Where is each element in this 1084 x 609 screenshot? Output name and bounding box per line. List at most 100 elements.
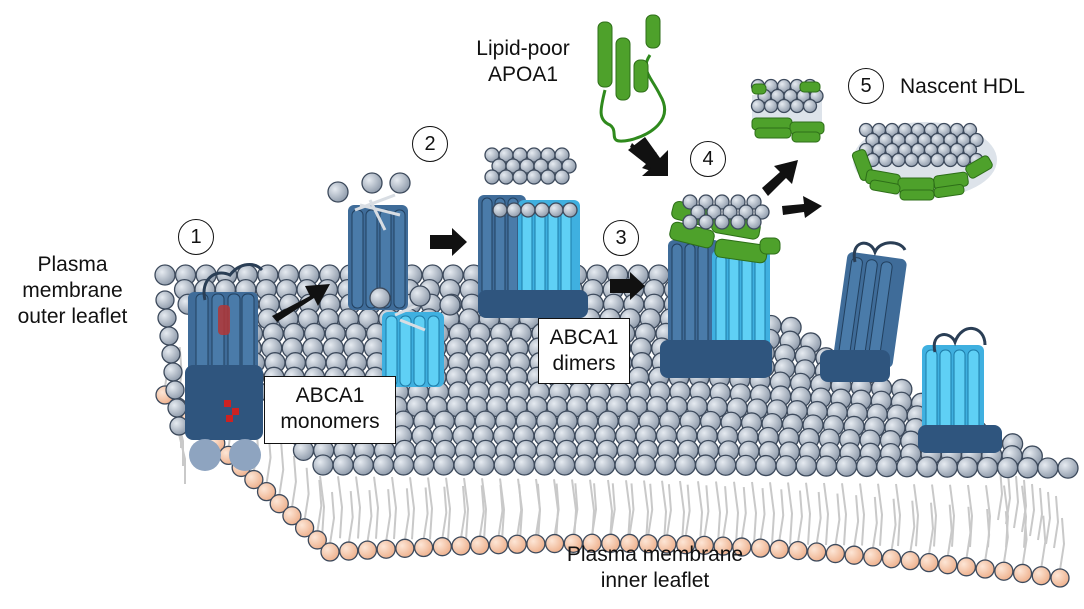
- outer-lipid-head: [715, 454, 737, 476]
- lipid-tail: [589, 479, 596, 542]
- cluster-lipid-head: [714, 194, 730, 210]
- outer-lipid-head: [392, 454, 415, 476]
- lipid-tail: [805, 482, 812, 545]
- outer-lipid-head: [936, 456, 958, 478]
- outer-lipid-head: [155, 290, 175, 310]
- outer-lipid-head: [594, 454, 616, 476]
- lipid-tail: [609, 483, 616, 536]
- inner-lipid-head: [900, 551, 920, 571]
- inner-leaflet-label: Plasma membrane inner leaflet: [520, 542, 790, 594]
- cluster-lipid-head: [746, 214, 762, 230]
- inner-lipid-head: [713, 536, 733, 556]
- lipid-tail: [478, 485, 485, 538]
- outer-lipid-head: [654, 454, 676, 476]
- lipid-tail: [661, 480, 668, 543]
- lipid-tails: [164, 307, 1066, 571]
- inner-lipid-head: [244, 469, 264, 490]
- lipid-tail: [422, 487, 429, 540]
- step-3-marker: 3: [603, 220, 639, 256]
- step-2-marker: 2: [412, 126, 448, 162]
- lipid-tail: [815, 491, 822, 545]
- effluxed-lipid-head: [561, 158, 577, 174]
- lipid-tail: [1021, 479, 1028, 533]
- step-5-marker: 5: [848, 68, 884, 104]
- lipid-tail: [319, 475, 326, 539]
- lipid-tail: [625, 480, 632, 543]
- lipid-tail: [643, 480, 650, 543]
- inner-lipid-head: [675, 535, 696, 555]
- lipid-tail: [946, 504, 953, 557]
- outer-lipid-head: [674, 454, 697, 476]
- lipid-tail: [337, 476, 344, 539]
- lipid-tail: [913, 484, 920, 547]
- lipid-tail: [1003, 485, 1010, 548]
- inner-lipid-head: [956, 557, 977, 577]
- lipid-tail: [778, 489, 785, 542]
- lipid-tail: [535, 478, 542, 542]
- outer-lipid-head: [735, 454, 757, 477]
- outer-lipid-head: [533, 454, 556, 476]
- inner-lipid-head: [413, 537, 434, 558]
- lipid-tail: [403, 488, 410, 541]
- inner-lipid-head: [320, 542, 340, 562]
- outer-lipid-head: [433, 454, 455, 476]
- inner-lipid-head: [769, 539, 789, 559]
- lipid-tail: [853, 495, 860, 548]
- lipid-tail: [684, 484, 691, 537]
- lipid-tail: [1045, 491, 1052, 545]
- inner-lipid-head: [432, 537, 452, 557]
- nascent-hdl-large: [851, 122, 997, 201]
- inner-lipid-head: [938, 555, 958, 575]
- abca1-monomer-far-right: [918, 326, 1002, 453]
- lipid-tail: [571, 479, 578, 542]
- lipid-tail: [329, 491, 336, 545]
- inner-lipid-head: [975, 559, 995, 579]
- lipid-tail: [759, 488, 766, 541]
- cluster-lipid-head: [969, 132, 984, 148]
- outer-lipid-head: [473, 454, 495, 476]
- outer-lipid-head: [513, 454, 536, 476]
- cluster-lipid-head: [878, 152, 893, 168]
- outer-lipid-head: [167, 398, 187, 418]
- cluster-lipid-head: [802, 98, 818, 114]
- outer-lipid-head: [634, 454, 656, 476]
- lipid-tail: [278, 443, 285, 496]
- lipid-tail: [355, 476, 362, 539]
- lipid-tail: [445, 477, 452, 540]
- inner-lipid-head: [582, 533, 602, 553]
- lipid-tail: [1037, 487, 1044, 541]
- cluster-lipid-head: [763, 98, 779, 114]
- cluster-lipid-head: [789, 98, 805, 114]
- outer-lipid-head: [976, 456, 999, 479]
- outer-lipid-head: [372, 454, 395, 476]
- lipid-tail: [909, 500, 916, 553]
- inner-leaflet-line1: Plasma membrane: [566, 543, 744, 566]
- inner-lipid-head: [844, 545, 864, 565]
- cluster-lipid-head: [690, 204, 706, 220]
- inner-lipid-head: [788, 540, 808, 561]
- lipid-tail: [303, 467, 310, 520]
- abca1-dimer-c: [820, 241, 907, 382]
- outer-lipid-head: [916, 456, 938, 478]
- lipid-tail: [679, 480, 686, 544]
- lipid-tail: [871, 496, 878, 550]
- cluster-lipid-head: [930, 152, 945, 168]
- inner-lipid-head: [357, 540, 378, 560]
- effluxed-lipid-head: [369, 287, 391, 309]
- lipid-tail: [1053, 495, 1060, 549]
- lipid-tail: [985, 485, 992, 548]
- effluxed-lipid-head: [361, 172, 383, 194]
- outer-lipid-head: [876, 455, 898, 478]
- lipid-tail: [373, 476, 380, 539]
- cluster-lipid-head: [730, 194, 746, 210]
- inner-lipid-head: [451, 536, 471, 556]
- cluster-lipid-head: [956, 152, 971, 168]
- lipid-tail: [427, 477, 434, 540]
- lipid-tail: [316, 479, 323, 533]
- arrow-1-to-2: [272, 284, 330, 322]
- lipid-tail: [697, 481, 704, 544]
- inner-leaflet-line2: inner leaflet: [600, 569, 710, 592]
- effluxed-lipid-head: [520, 202, 536, 218]
- outer-lipid-head: [165, 380, 185, 400]
